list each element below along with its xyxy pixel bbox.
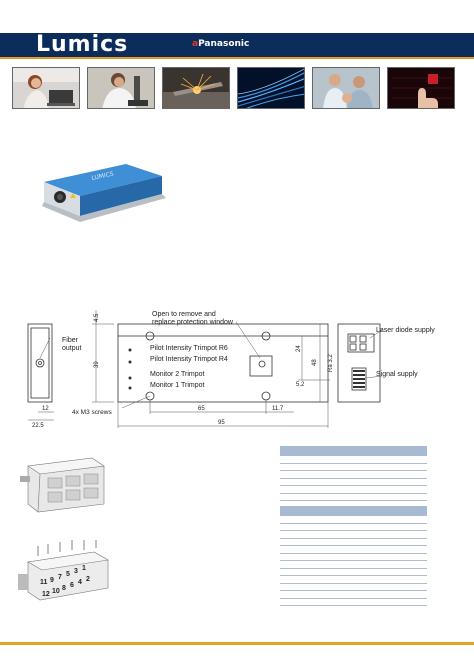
dim-95: 95 xyxy=(218,420,225,426)
table-header xyxy=(280,506,427,516)
table-row xyxy=(280,524,427,531)
pin-label-2: 2 xyxy=(86,576,90,583)
laser-cutting-photo xyxy=(162,67,230,109)
footer-accent-rule xyxy=(0,642,474,645)
dim-4-5: 4.5 xyxy=(94,313,100,322)
dim-65: 65 xyxy=(198,406,205,412)
pin-label-7: 7 xyxy=(58,574,62,581)
table-row xyxy=(280,539,427,546)
dim-11-7: 11.7 xyxy=(272,406,284,412)
company-logo: Lumics xyxy=(36,32,129,57)
dim-ra: Ra 3.2 xyxy=(328,354,334,372)
table-row xyxy=(280,561,427,569)
table-row xyxy=(280,546,427,554)
lab-microscope-photo xyxy=(87,67,155,109)
table-row xyxy=(280,591,427,599)
dim-39: 39 xyxy=(94,361,100,368)
drawing-label-mon2: Monitor 2 Trimpot xyxy=(150,371,205,378)
pin-label-1: 1 xyxy=(82,565,86,572)
pin-label-12: 12 xyxy=(42,591,50,598)
fiber-optics-photo xyxy=(237,67,305,109)
table-row xyxy=(280,456,427,464)
drawing-label-r4: Pilot Intensity Trimpot R4 xyxy=(150,356,228,363)
drawing-label-mon1: Monitor 1 Trimpot xyxy=(150,382,205,389)
drawing-label-replace: replace protection window xyxy=(152,319,234,326)
drawing-label-screws: 4x M3 screws xyxy=(72,409,112,416)
dim-5-2: 5.2 xyxy=(296,382,305,388)
table-row xyxy=(280,531,427,539)
drawing-label-ld-supply: Laser diode supply xyxy=(376,327,435,334)
table-row xyxy=(280,486,427,494)
table-row xyxy=(280,516,427,524)
pin-label-3: 3 xyxy=(74,568,78,575)
pin-label-4: 4 xyxy=(78,579,82,586)
dim-12: 12 xyxy=(42,406,49,412)
pin-label-6: 6 xyxy=(70,582,74,589)
table-row xyxy=(280,584,427,591)
drawing-label-fiber: Fiber xyxy=(62,337,79,344)
drawing-label-open: Open to remove and xyxy=(152,311,216,318)
table-row xyxy=(280,471,427,479)
pin-label-8: 8 xyxy=(62,585,66,592)
pin-label-5: 5 xyxy=(66,571,70,578)
svg-text:LUMICS: LUMICS xyxy=(91,170,115,182)
table-row xyxy=(280,569,427,576)
woman-laptop-photo xyxy=(12,67,80,109)
pin-label-10: 10 xyxy=(52,588,60,595)
drawing-label-output: output xyxy=(62,345,82,352)
table-row xyxy=(280,479,427,486)
table-row xyxy=(280,599,427,606)
table-row xyxy=(280,576,427,584)
pin-label-9: 9 xyxy=(50,577,54,584)
pin-label-11: 11 xyxy=(40,579,48,586)
table-row xyxy=(280,554,427,561)
pin-table-signal xyxy=(280,506,427,606)
medical-team-photo xyxy=(312,67,380,109)
table-row xyxy=(280,464,427,471)
dim-48: 48 xyxy=(312,359,318,366)
touchscreen-hand-photo xyxy=(387,67,455,109)
table-header xyxy=(280,446,427,456)
mechanical-drawing: Open to remove and replace protection wi… xyxy=(27,310,435,429)
connector-6pin-image xyxy=(20,457,105,513)
connector-12pin-image: 11 9 7 5 3 1 12 10 8 6 4 2 xyxy=(18,540,109,601)
drawing-label-signal-supply: Signal supply xyxy=(376,371,418,378)
dim-24: 24 xyxy=(296,345,302,352)
laser-module-image: LUMICS xyxy=(40,160,170,241)
pin-table-laser-diode xyxy=(280,446,427,509)
drawing-label-r6: Pilot Intensity Trimpot R6 xyxy=(150,345,228,352)
dim-22-5: 22.5 xyxy=(32,423,44,429)
partner-logo: aPanasonic xyxy=(192,39,250,49)
table-row xyxy=(280,494,427,501)
header-accent-rule xyxy=(0,57,474,59)
header-bar: Lumics aPanasonic xyxy=(0,33,474,57)
